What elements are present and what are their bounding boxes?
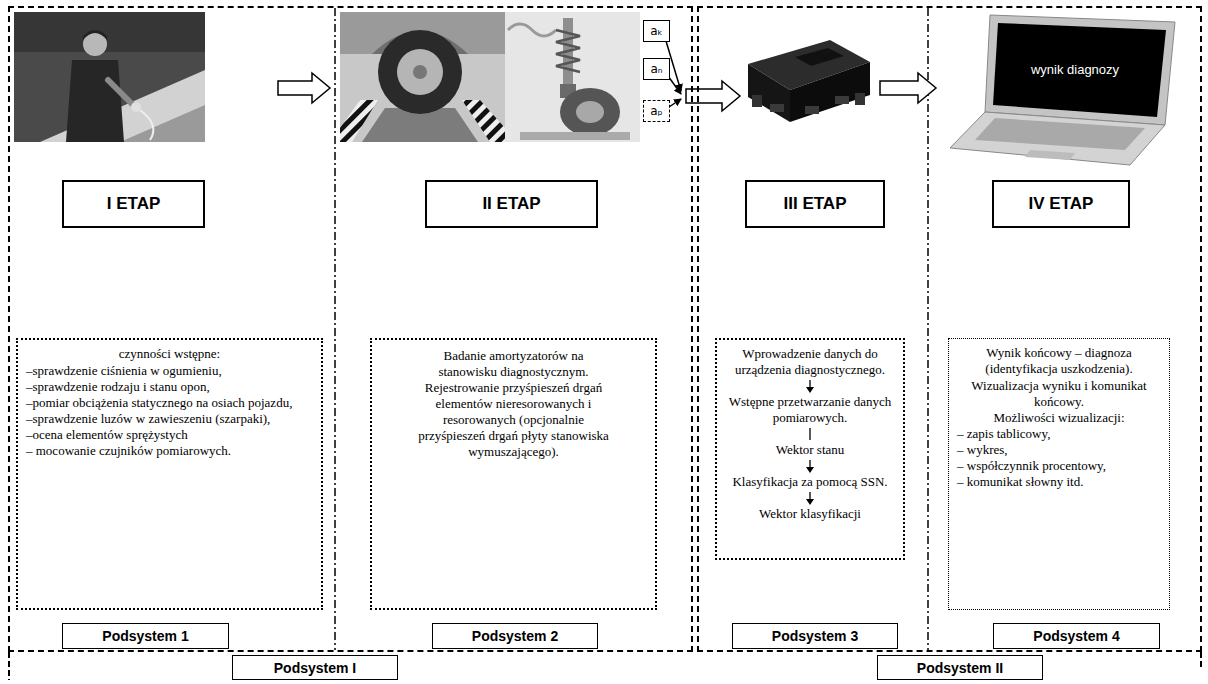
laptop-illustration	[950, 15, 1175, 165]
subsystem-region: Podsystem IIIII ETAPWprowadzenie danych …	[697, 6, 1202, 652]
stage-title: III ETAP	[784, 194, 847, 214]
result-box: Wynik końcowy – diagnoza (identyfikacja …	[948, 338, 1170, 610]
description-text: – współczynnik procentowy,	[957, 458, 1161, 474]
subsystem-label: Podsystem II	[877, 655, 1043, 680]
stage-title: IV ETAP	[1029, 194, 1094, 214]
stage-box: IV ETAP	[992, 180, 1130, 228]
subsystem-box: Podsystem 3	[732, 623, 898, 649]
signal-box: aₚ	[643, 100, 670, 122]
description-text: – wykres,	[957, 442, 1161, 458]
stage-box: I ETAP	[62, 180, 205, 228]
description-text: Wektor stanu	[725, 442, 895, 458]
subsystem-label: Podsystem I	[232, 655, 398, 680]
description-text: – zapis tablicowy,	[957, 426, 1161, 442]
flow-arrow	[725, 378, 895, 394]
description-text: Badanie amortyzatorów na stanowisku diag…	[416, 348, 611, 380]
description-text: –pomiar obciążenia statycznego na osiach…	[26, 395, 313, 411]
signal-box: aₙ	[643, 58, 670, 80]
stage-arrow	[880, 73, 936, 103]
subsystem-name: Podsystem 3	[772, 628, 858, 644]
subsystem-name: Podsystem 4	[1033, 628, 1119, 644]
diagnostic-device	[748, 40, 870, 122]
subsystem-box: Podsystem 2	[432, 623, 598, 649]
screen-text: wynik diagnozy	[1010, 62, 1140, 77]
process-box: Wprowadzenie danych do urządzenia diagno…	[715, 338, 905, 560]
subsystem-box: Podsystem 1	[62, 623, 229, 649]
stage-box: II ETAP	[425, 180, 598, 228]
description-text: Wstępne przetwarzanie danych pomiarowych…	[725, 394, 895, 426]
description-text: Możliwości wizualizacji:	[957, 410, 1161, 426]
description-text: –sprawdzenie luzów w zawieszeniu (szarpa…	[26, 411, 313, 427]
description-text: –ocena elementów sprężystych	[26, 427, 313, 443]
signal-box: aₖ	[643, 20, 670, 42]
description-text: –sprawdzenie rodzaju i stanu opon,	[26, 379, 313, 395]
signal-name: aₙ	[650, 62, 662, 76]
region-border	[8, 652, 10, 680]
signal-name: aₚ	[650, 104, 663, 118]
description-text: Wprowadzenie danych do urządzenia diagno…	[725, 346, 895, 378]
subsystem-name: Podsystem 1	[102, 628, 188, 644]
description-text: Wizualizacja wyniku i komunikat końcowy.	[957, 378, 1161, 410]
description-text: Wynik końcowy – diagnoza (identyfikacja …	[957, 345, 1161, 377]
description-box: Badanie amortyzatorów na stanowisku diag…	[370, 338, 657, 610]
description-text: –sprawdzenie ciśnienia w ogumieniu,	[26, 363, 313, 379]
description-text: czynności wstępne:	[26, 346, 313, 362]
description-text: – mocowanie czujników pomiarowych.	[26, 443, 313, 459]
description-text: – komunikat słowny itd.	[957, 474, 1161, 490]
stage-box: III ETAP	[745, 180, 885, 228]
flow-arrow	[725, 426, 895, 442]
stage-title: I ETAP	[107, 194, 161, 214]
description-text: Wektor klasyfikacji	[725, 506, 895, 522]
flow-arrow	[725, 458, 895, 474]
description-text: Rejestrowanie przyśpieszeń drgań element…	[416, 380, 611, 460]
flow-arrow	[725, 490, 895, 506]
photo-tyre-check	[14, 12, 205, 142]
subsystem-name: Podsystem 2	[472, 628, 558, 644]
region-border	[1200, 652, 1202, 668]
description-text: Klasyfikacja za pomocą SSN.	[725, 474, 895, 490]
signal-name: aₖ	[650, 24, 662, 38]
suspension-illustration	[505, 12, 640, 142]
stage-arrow	[686, 81, 740, 111]
stage-arrow	[278, 73, 330, 103]
stage-separator	[334, 8, 336, 650]
stage-separator	[927, 8, 929, 650]
photo-test-stand	[340, 12, 505, 142]
stage-title: II ETAP	[482, 194, 540, 214]
subsystem-box: Podsystem 4	[993, 623, 1160, 649]
description-box: czynności wstępne:–sprawdzenie ciśnienia…	[16, 338, 323, 610]
subsystem-region: Podsystem II ETAPczynności wstępne:–spra…	[8, 6, 693, 652]
